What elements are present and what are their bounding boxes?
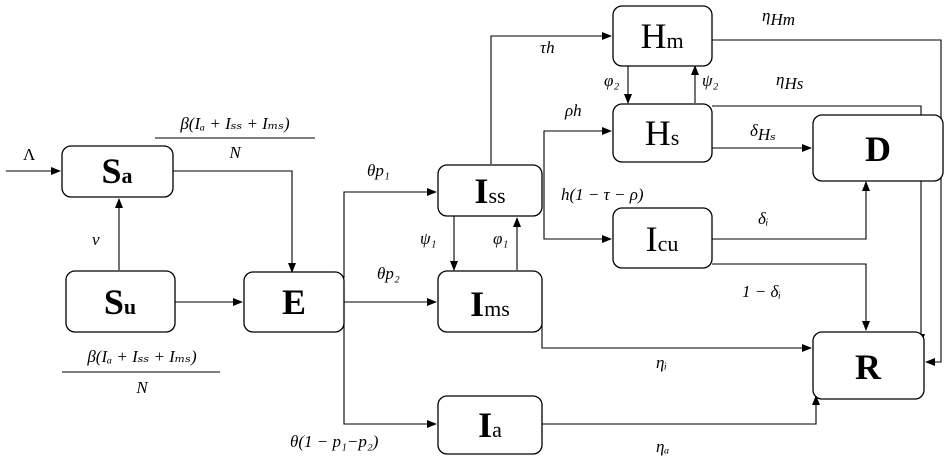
- svg-text:Su: Su: [104, 282, 136, 322]
- label-theta-p2: θp₂: [377, 264, 400, 283]
- label-eta-a: ηₐ: [656, 437, 669, 456]
- svg-text:Iss: Iss: [474, 171, 505, 211]
- label-tau-h: τh: [540, 38, 555, 57]
- label-eta-hs: ηHs: [776, 70, 804, 93]
- label-beta-bottom-denominator: N: [135, 378, 149, 397]
- node-hm-sub: m: [666, 28, 683, 53]
- label-one-minus-delta-i: 1 − δᵢ: [742, 282, 781, 301]
- svg-text:Sa: Sa: [101, 151, 132, 191]
- label-delta-i: δᵢ: [758, 209, 769, 228]
- edge-icu-to-d: [712, 181, 870, 240]
- svg-text:R: R: [855, 347, 882, 387]
- label-v: v: [92, 230, 100, 249]
- node-e-main: E: [282, 282, 306, 322]
- label-lambda: Λ: [23, 145, 36, 164]
- label-beta-top-numerator: β(Iₐ + Iₛₛ + Iₘₛ): [179, 114, 290, 133]
- label-delta-hs: δHₛ: [750, 121, 776, 144]
- node-iss-sub: ss: [488, 183, 505, 208]
- node-su: Su: [65, 270, 176, 333]
- label-theta-rest: θ(1 − p₁−p₂): [290, 432, 379, 451]
- node-su-sub: u: [124, 294, 136, 319]
- node-ims-main: I: [470, 284, 484, 324]
- edge-hm-to-r: [712, 39, 942, 366]
- svg-text:Hm: Hm: [640, 16, 683, 56]
- node-sa-sub: a: [122, 163, 133, 188]
- label-eta-hm: ηHm: [762, 6, 795, 29]
- label-theta-p1: θp₁: [367, 161, 390, 180]
- node-iss-main: I: [474, 171, 488, 211]
- edge-ims-to-r: [541, 318, 812, 352]
- label-phi1: φ₁: [493, 229, 508, 248]
- node-hs-sub: s: [671, 125, 680, 150]
- node-r: R: [812, 331, 925, 400]
- node-icu-sub: cu: [658, 231, 679, 256]
- node-d-main: D: [865, 129, 891, 169]
- label-psi1: ψ₁: [420, 229, 436, 248]
- edge-sa-to-e: [173, 170, 296, 273]
- edge-icu-to-r: [712, 263, 870, 331]
- edge-iss-to-icu: [543, 178, 612, 243]
- svg-text:D: D: [865, 129, 891, 169]
- node-ims-sub: ms: [484, 296, 510, 321]
- label-phi2: φ₂: [604, 71, 619, 90]
- svg-text:Hs: Hs: [645, 113, 680, 153]
- node-ia-sub: a: [492, 417, 502, 442]
- node-icu: Icu: [612, 207, 713, 269]
- edge-iss-to-hs: [543, 127, 612, 178]
- label-psi2: ψ₂: [702, 71, 719, 90]
- label-eta-i: ηᵢ: [656, 353, 667, 372]
- node-hm: Hm: [612, 5, 713, 67]
- edge-hs-to-r: [712, 105, 925, 344]
- svg-text:Ims: Ims: [470, 284, 510, 324]
- edge-e-to-ia: [343, 320, 437, 428]
- node-icu-main: I: [646, 219, 658, 259]
- edge-iss-to-hm: [490, 32, 612, 164]
- svg-text:Ia: Ia: [478, 405, 502, 445]
- label-rho-h: ρh: [564, 101, 582, 120]
- node-r-main: R: [855, 347, 882, 387]
- svg-text:E: E: [282, 282, 306, 322]
- label-beta-top-denominator: N: [228, 143, 242, 162]
- node-hs-main: H: [645, 113, 671, 153]
- edges: [6, 32, 942, 428]
- node-iss: Iss: [437, 164, 543, 217]
- node-hs: Hs: [612, 103, 713, 163]
- node-ims: Ims: [437, 270, 543, 333]
- node-ia-main: I: [478, 405, 492, 445]
- node-sa: Sa: [61, 145, 174, 198]
- edge-ia-to-r: [542, 395, 820, 425]
- node-sa-main: S: [101, 151, 121, 191]
- svg-text:Icu: Icu: [646, 219, 679, 259]
- edge-labels: Λ v β(Iₐ + Iₛₛ + Iₘₛ) N β(Iₐ + Iₛₛ + Iₘₛ…: [23, 6, 804, 456]
- label-h-rest: h(1 − τ − ρ): [561, 185, 644, 204]
- node-d: D: [812, 114, 944, 182]
- node-su-main: S: [104, 282, 124, 322]
- node-e: E: [243, 271, 345, 333]
- edge-e-to-iss: [343, 188, 437, 278]
- label-beta-bottom-numerator: β(Iₐ + Iₛₛ + Iₘₛ): [86, 347, 197, 366]
- node-ia: Ia: [437, 395, 543, 455]
- node-hm-main: H: [640, 16, 666, 56]
